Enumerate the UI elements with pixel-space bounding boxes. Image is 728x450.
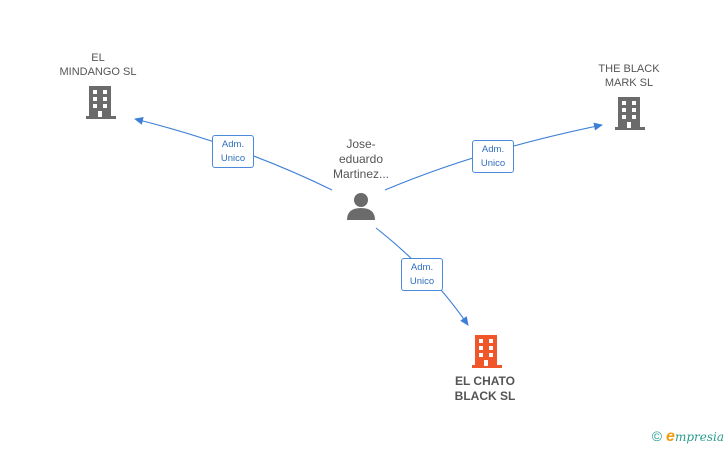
company-label-line: MINDANGO SL — [59, 66, 137, 78]
relation-role: Adm. — [221, 139, 245, 150]
company-label-line: THE BLACK — [598, 63, 660, 75]
person-name-line: Martinez... — [332, 167, 389, 181]
person-name-label[interactable]: Jose- eduardo Martinez... — [311, 137, 411, 182]
company-label-line: EL CHATO — [454, 374, 515, 388]
person-icon[interactable] — [347, 193, 375, 220]
building-icon[interactable] — [472, 335, 502, 368]
relation-type: Unico — [409, 276, 435, 287]
company-label-el-chato-black[interactable]: EL CHATO BLACK SL — [435, 374, 535, 404]
relation-role: Adm. — [481, 144, 505, 155]
company-label-the-black-mark[interactable]: THE BLACK MARK SL — [579, 62, 679, 90]
relation-badge-black-mark[interactable]: Adm. Unico — [472, 140, 514, 173]
building-icon[interactable] — [86, 86, 116, 119]
person-name-line: eduardo — [338, 152, 384, 166]
relation-type: Unico — [220, 153, 246, 164]
relation-role: Adm. — [410, 262, 434, 273]
relation-badge-chato[interactable]: Adm. Unico — [401, 258, 443, 291]
company-label-line: BLACK SL — [454, 389, 516, 403]
copyright-symbol: © — [651, 428, 663, 444]
relation-badge-mindango[interactable]: Adm. Unico — [212, 135, 254, 168]
building-icon[interactable] — [615, 97, 645, 130]
empresia-logo-initial: e — [666, 428, 675, 445]
company-label-line: MARK SL — [604, 77, 654, 89]
empresia-logo-text: mpresia — [674, 430, 724, 444]
company-label-line: EL — [91, 52, 105, 64]
empresia-watermark[interactable]: ©empresia — [652, 428, 724, 446]
person-name-line: Jose- — [346, 137, 376, 151]
relation-type: Unico — [480, 158, 506, 169]
company-label-el-mindango[interactable]: EL MINDANGO SL — [48, 51, 148, 79]
